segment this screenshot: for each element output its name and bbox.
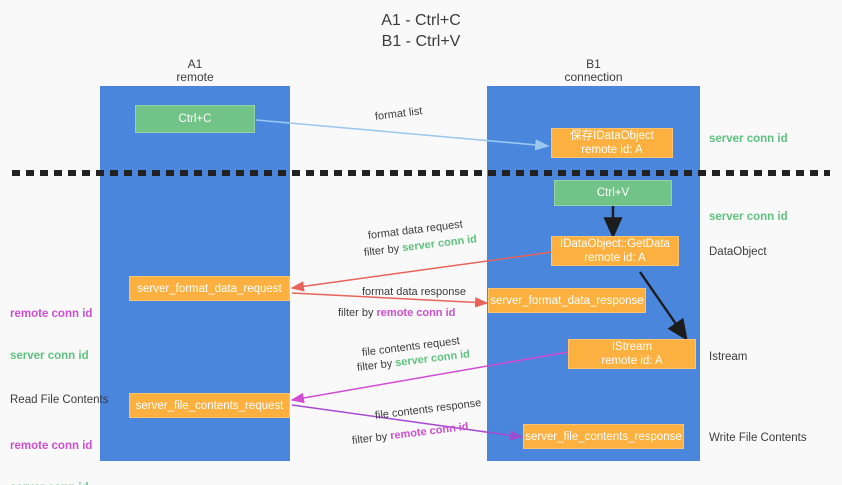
label-server-conn-id-2: server conn id [10,481,92,485]
column-header-a1: A1 remote [176,57,214,84]
label-server-conn-id-1: server conn id [10,350,89,362]
msg-format-list: format list [374,105,424,123]
filter-key-remote-conn-id-1: remote conn id [376,307,456,319]
column-header-b1: B1 connection [564,57,623,84]
box-save-idataobject[interactable]: 保存IDataObject remote id: A [551,128,673,158]
label-write-file-contents: Write File Contents [709,432,807,444]
left-annotation-conn-ids-1: remote conn id server conn id [10,279,92,391]
box-server-file-contents-request[interactable]: server_file_contents_request [129,393,290,418]
phase-divider [12,170,830,176]
label-remote-conn-id-2: remote conn id [10,440,93,452]
label-istream: Istream [709,351,748,363]
box-server-format-data-response[interactable]: server_format_data_response [488,288,646,313]
label-server-conn-id-mid: server conn id [709,211,788,223]
label-server-conn-id-top: server conn id [709,133,788,145]
filter-key-remote-conn-id-2: remote conn id [389,420,470,443]
filter-lead-2: filter by [338,307,377,319]
label-read-file-contents: Read File Contents [10,394,109,406]
box-istream[interactable]: IStream remote id: A [568,339,696,369]
filter-lead-1: filter by [363,242,403,259]
box-ctrl-c[interactable]: Ctrl+C [135,105,255,133]
msg-format-data-response: format data response [362,286,466,298]
box-server-format-data-request[interactable]: server_format_data_request [129,276,290,301]
label-dataobject: DataObject [709,246,767,258]
box-idataobject-getdata[interactable]: IDataObject::GetData remote id: A [551,236,679,266]
label-remote-conn-id-1: remote conn id [10,308,93,320]
left-annotation-conn-ids-2: remote conn id server conn id [10,411,92,485]
box-ctrl-v[interactable]: Ctrl+V [554,180,672,206]
box-server-file-contents-response[interactable]: server_file_contents_response [523,424,684,449]
filter-lead-3: filter by [356,357,396,374]
msg-format-data-response-filter: filter by remote conn id [338,306,455,320]
page-title: A1 - Ctrl+C B1 - Ctrl+V [381,12,461,50]
msg-file-contents-response-filter: filter by remote conn id [351,420,469,448]
filter-lead-4: filter by [351,430,391,447]
